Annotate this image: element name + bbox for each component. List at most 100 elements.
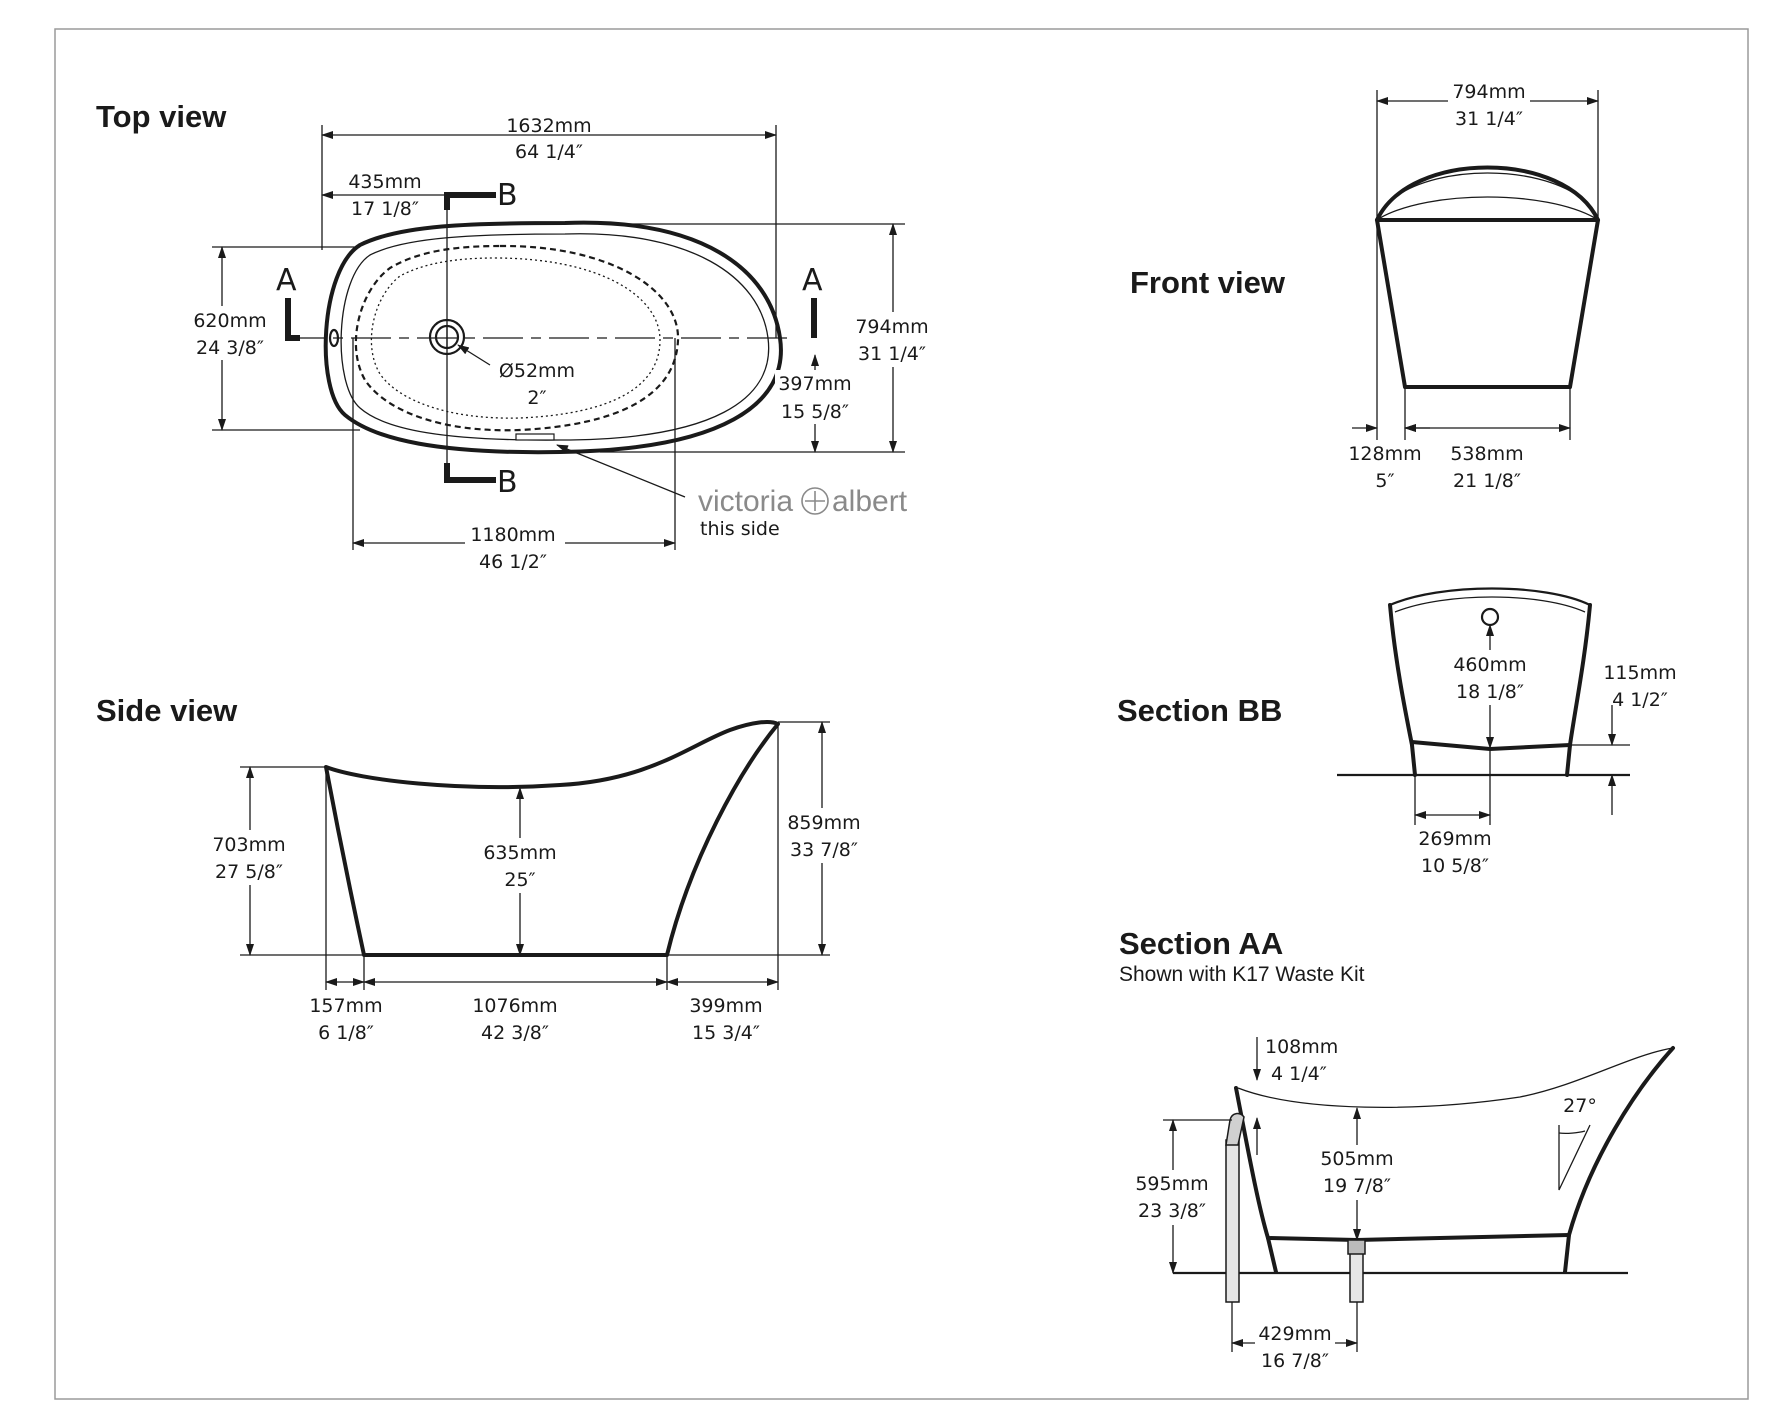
side-left-height-label-bg — [206, 830, 292, 885]
sheet-border — [54, 28, 1749, 1400]
top-outer-width-label-bg — [850, 312, 936, 367]
section-b-bottom-label: B — [497, 465, 518, 500]
side-left-height-in: 27 5/8″ — [215, 861, 283, 883]
section-bb-base — [1410, 740, 1572, 751]
front-back-rest — [1375, 165, 1600, 222]
top-to-b-mm: 435mm — [348, 171, 421, 193]
side-right-height-in: 33 7/8″ — [790, 839, 858, 861]
section-aa-waste-trap — [1347, 1239, 1366, 1255]
top-inner-length-mm: 1180mm — [470, 524, 555, 546]
section-aa-height-label-bg — [1128, 1170, 1218, 1225]
section-aa-depth-label-bg — [1314, 1145, 1400, 1200]
section-bb-right-wall — [1568, 603, 1592, 747]
brand-leader — [556, 444, 686, 498]
top-inner-rim — [340, 233, 770, 441]
side-left-height-mm: 703mm — [212, 834, 285, 856]
top-outer-width-in: 31 1/4″ — [858, 343, 926, 365]
section-b-top-label: B — [497, 178, 518, 213]
top-half-width-label-bg — [775, 370, 855, 424]
section-bb-overflow — [1480, 607, 1500, 627]
section-aa-waste-offset-in: 16 7/8″ — [1261, 1350, 1329, 1372]
side-right-height-label-bg — [780, 808, 866, 863]
front-back-rest-rim — [1394, 172, 1581, 198]
top-overflow — [328, 328, 340, 348]
section-aa-back-wall — [1563, 1046, 1675, 1274]
brand-name-right: albert — [832, 485, 908, 518]
brand-note: this side — [700, 518, 780, 540]
top-waste-mm: Ø52mm — [499, 360, 575, 382]
section-aa: Section AA Shown with K17 Waste Kit 108m… — [1119, 926, 1675, 1372]
front-width-mm: 794mm — [1452, 81, 1525, 103]
top-to-b-in: 17 1/8″ — [351, 198, 419, 220]
side-left-overhang-mm: 157mm — [309, 995, 382, 1017]
side-profile — [324, 720, 780, 957]
section-bb-floor-gap-mm: 115mm — [1603, 662, 1676, 684]
section-bb-floor-gap-in: 4 1/2″ — [1612, 689, 1668, 711]
top-half-width-mm: 397mm — [778, 373, 851, 395]
section-aa-height-in: 23 3/8″ — [1138, 1200, 1206, 1222]
front-back-rest-inner — [1379, 196, 1596, 219]
front-offset-in: 5″ — [1375, 470, 1394, 492]
brand-plus-icon — [801, 487, 829, 515]
front-body — [1375, 218, 1600, 389]
top-waste-in: 2″ — [527, 387, 546, 409]
section-aa-angle-marker — [1558, 1124, 1591, 1191]
top-basin-inner-outline — [370, 257, 661, 419]
top-half-width-in: 15 5/8″ — [781, 401, 849, 423]
section-aa-waste-offset-label-bg — [1255, 1322, 1335, 1370]
top-basin-outline — [354, 244, 680, 432]
side-inner-depth-in: 25″ — [504, 869, 535, 891]
top-brand-plate — [515, 433, 555, 441]
top-length-mm: 1632mm — [506, 115, 591, 137]
top-inner-length-label-bg — [465, 522, 565, 572]
section-a-right-label: A — [802, 263, 823, 298]
section-b-top-marker — [444, 192, 496, 210]
side-right-overhang-mm: 399mm — [689, 995, 762, 1017]
top-view: Top view A A B B 1632mm 64 1/4″ — [96, 99, 936, 573]
section-b-bottom-marker — [444, 463, 496, 483]
section-bb-waste-height-label-bg — [1447, 650, 1533, 705]
side-view: Side view 703mm 27 5/8″ 635mm 25″ 859mm … — [96, 693, 866, 1044]
section-aa-note: Shown with K17 Waste Kit — [1119, 963, 1365, 986]
section-aa-height-mm: 595mm — [1135, 1173, 1208, 1195]
front-base-mm: 538mm — [1450, 443, 1523, 465]
section-bb-right-foot — [1565, 743, 1572, 777]
section-bb-waste-height-mm: 460mm — [1453, 654, 1526, 676]
top-inner-width-label-bg — [190, 306, 262, 360]
section-bb-rim-inner — [1394, 596, 1586, 613]
top-length-in: 64 1/4″ — [515, 141, 583, 163]
section-aa-angle: 27° — [1563, 1095, 1597, 1117]
side-left-overhang-in: 6 1/8″ — [318, 1022, 374, 1044]
section-aa-depth-mm: 505mm — [1320, 1148, 1393, 1170]
front-base-in: 21 1/8″ — [1453, 470, 1521, 492]
top-inner-width-in: 24 3/8″ — [196, 337, 264, 359]
section-aa-left-wall — [1234, 1086, 1278, 1274]
side-inner-depth-label-bg — [477, 838, 563, 893]
front-view-title: Front view — [1130, 265, 1286, 300]
side-view-title: Side view — [96, 693, 238, 728]
side-right-height-mm: 859mm — [787, 812, 860, 834]
section-aa-title: Section AA — [1119, 926, 1283, 961]
side-inner-depth-mm: 635mm — [483, 842, 556, 864]
section-aa-rim-line — [1237, 1047, 1674, 1108]
side-base-mm: 1076mm — [472, 995, 557, 1017]
section-bb-rim — [1389, 587, 1591, 607]
brand-name-left: victoria — [698, 485, 793, 518]
section-aa-overflow-in: 4 1/4″ — [1271, 1063, 1327, 1085]
top-inner-width-mm: 620mm — [193, 310, 266, 332]
section-bb-left-foot — [1410, 743, 1417, 777]
section-aa-overflow-elbow — [1225, 1112, 1245, 1146]
top-waste-leader — [457, 344, 491, 366]
section-bb-left-wall — [1388, 603, 1414, 747]
section-aa-waste-offset-mm: 429mm — [1258, 1323, 1331, 1345]
brand-logo: victoria albert — [698, 485, 908, 518]
top-outer-rim — [323, 220, 783, 455]
front-offset-mm: 128mm — [1348, 443, 1421, 465]
section-bb-half-base-in: 10 5/8″ — [1421, 855, 1489, 877]
top-view-title: Top view — [96, 99, 227, 134]
front-view: Front view 794mm 31 1/4″ 128mm 5″ 538mm … — [1130, 81, 1600, 492]
section-bb-waste-height-in: 18 1/8″ — [1456, 681, 1524, 703]
section-a-left-marker — [285, 298, 300, 341]
side-base-in: 42 3/8″ — [481, 1022, 549, 1044]
